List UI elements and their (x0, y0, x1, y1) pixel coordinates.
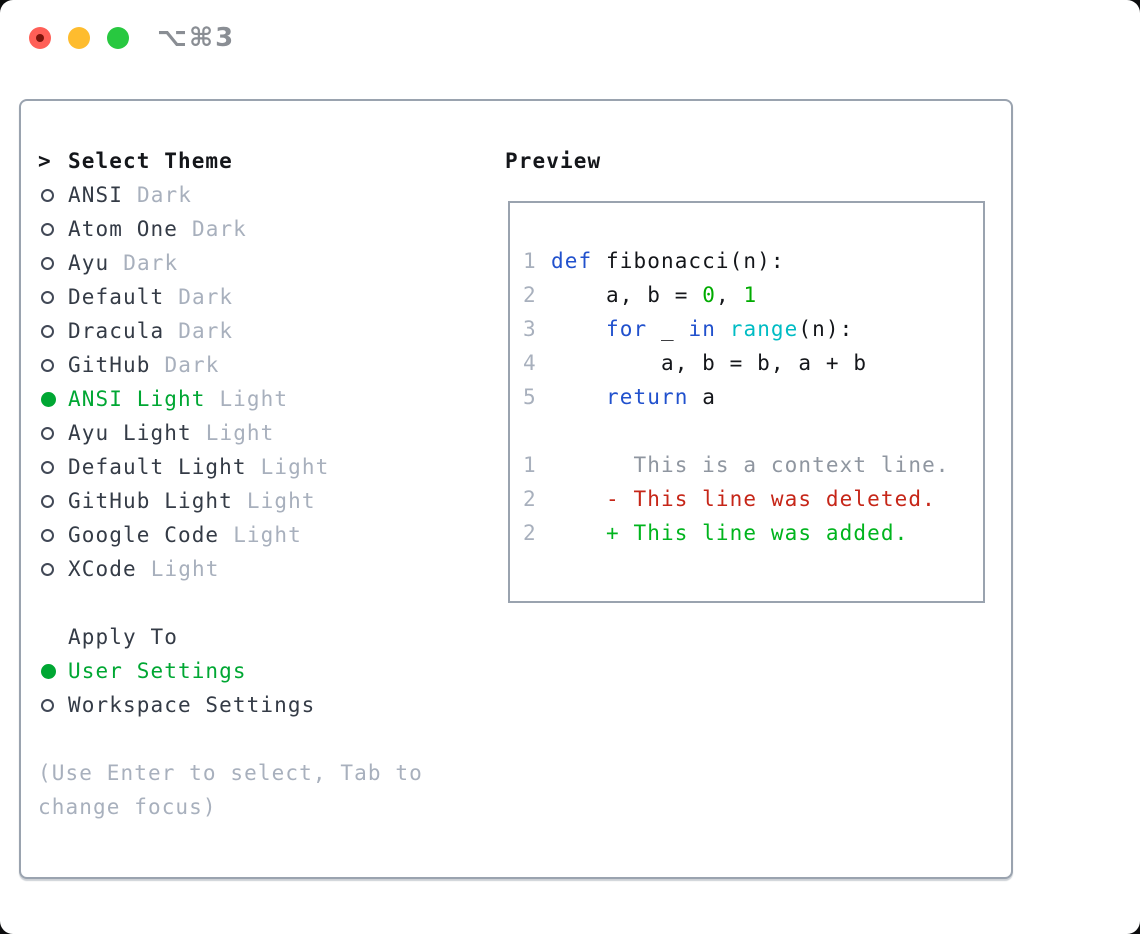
close-dot-icon (36, 34, 44, 42)
theme-variant: Dark (164, 353, 220, 377)
theme-name: XCode (68, 557, 137, 581)
theme-item-ansi-dark[interactable]: ANSI Dark (38, 178, 478, 212)
line-number: 2 (523, 283, 537, 307)
radio-unselected-icon (41, 426, 54, 440)
diff-deleted-line: 2 - This line was deleted. (523, 482, 983, 516)
theme-variant: Dark (191, 217, 247, 241)
theme-variant: Light (260, 455, 330, 479)
theme-name: Ayu (68, 251, 110, 275)
theme-item-default-light[interactable]: Default Light Light (38, 450, 478, 484)
theme-item-xcode-light[interactable]: XCode Light (38, 552, 478, 586)
apply-option-workspace-settings[interactable]: Workspace Settings (38, 688, 478, 722)
theme-variant: Dark (178, 285, 234, 309)
window-shortcut-label: ⌥⌘3 (157, 23, 236, 53)
radio-selected-icon (41, 391, 56, 407)
theme-name: ANSI Light (68, 387, 206, 411)
section-title: Select Theme (68, 149, 233, 173)
theme-variant: Light (246, 489, 316, 513)
theme-name: Atom One (68, 217, 178, 241)
theme-variant: Light (150, 557, 220, 581)
radio-unselected-icon (41, 324, 54, 338)
radio-unselected-icon (41, 222, 54, 236)
theme-item-atom-one-dark[interactable]: Atom One Dark (38, 212, 478, 246)
code-line: 5 return a (523, 380, 983, 414)
minimize-button[interactable] (68, 27, 90, 49)
radio-unselected-icon (41, 494, 54, 508)
theme-item-github-dark[interactable]: GitHub Dark (38, 348, 478, 382)
apply-option-user-settings[interactable]: User Settings (38, 654, 478, 688)
theme-item-ansi-light[interactable]: ANSI Light Light (38, 382, 478, 416)
close-button[interactable] (29, 27, 51, 49)
theme-item-ayu-light[interactable]: Ayu Light Light (38, 416, 478, 450)
theme-name: GitHub (68, 353, 151, 377)
theme-name: Ayu Light (68, 421, 192, 445)
theme-item-ayu-dark[interactable]: Ayu Dark (38, 246, 478, 280)
radio-unselected-icon (41, 460, 54, 474)
radio-unselected-icon (41, 698, 54, 712)
line-number: 4 (523, 351, 537, 375)
theme-name: Default Light (68, 455, 247, 479)
line-number: 5 (523, 385, 537, 409)
theme-variant: Light (205, 421, 275, 445)
keyboard-hint: (Use Enter to select, Tab to change focu… (38, 761, 423, 819)
theme-item-default-dark[interactable]: Default Dark (38, 280, 478, 314)
theme-name: Dracula (68, 319, 165, 343)
titlebar: ⌥⌘3 (29, 23, 236, 53)
apply-to-header: Apply To (38, 620, 478, 654)
code-line: 3 for _ in range(n): (523, 312, 983, 346)
theme-variant: Dark (123, 251, 179, 275)
line-number: 2 (523, 521, 537, 545)
theme-item-github-light[interactable]: GitHub Light Light (38, 484, 478, 518)
diff-context-line: 1 This is a context line. (523, 448, 983, 482)
radio-selected-icon (41, 663, 56, 679)
section-title: Apply To (68, 625, 178, 649)
theme-name: Google Code (68, 523, 220, 547)
line-number: 2 (523, 487, 537, 511)
apply-option-label: Workspace Settings (68, 693, 316, 717)
radio-unselected-icon (41, 290, 54, 304)
radio-unselected-icon (41, 256, 54, 270)
theme-item-dracula-dark[interactable]: Dracula Dark (38, 314, 478, 348)
select-theme-header: > Select Theme (38, 144, 478, 178)
theme-variant: Light (233, 523, 302, 547)
selection-caret-column: > (38, 144, 68, 178)
preview-title: Preview (505, 149, 602, 173)
theme-variant: Dark (178, 319, 234, 343)
blank-line (523, 414, 983, 448)
section-gap (38, 722, 478, 756)
theme-name: Default (68, 285, 165, 309)
radio-unselected-icon (41, 188, 54, 202)
code-line: 2 a, b = 0, 1 (523, 278, 983, 312)
theme-name: GitHub Light (68, 489, 233, 513)
line-number: 3 (523, 317, 537, 341)
radio-unselected-icon (41, 562, 54, 576)
theme-item-google-code-light[interactable]: Google Code Light (38, 518, 478, 552)
diff-added-line: 2 + This line was added. (523, 516, 983, 550)
section-gap (38, 586, 478, 620)
theme-variant: Dark (136, 183, 192, 207)
line-number: 1 (523, 453, 537, 477)
caret-icon: > (38, 149, 52, 173)
radio-unselected-icon (41, 358, 54, 372)
theme-variant: Light (219, 387, 289, 411)
theme-name: ANSI (68, 183, 123, 207)
apply-option-label: User Settings (68, 659, 247, 683)
maximize-button[interactable] (107, 27, 129, 49)
code-line: 4 a, b = b, a + b (523, 346, 983, 380)
radio-unselected-icon (41, 528, 54, 542)
line-number: 1 (523, 249, 537, 273)
